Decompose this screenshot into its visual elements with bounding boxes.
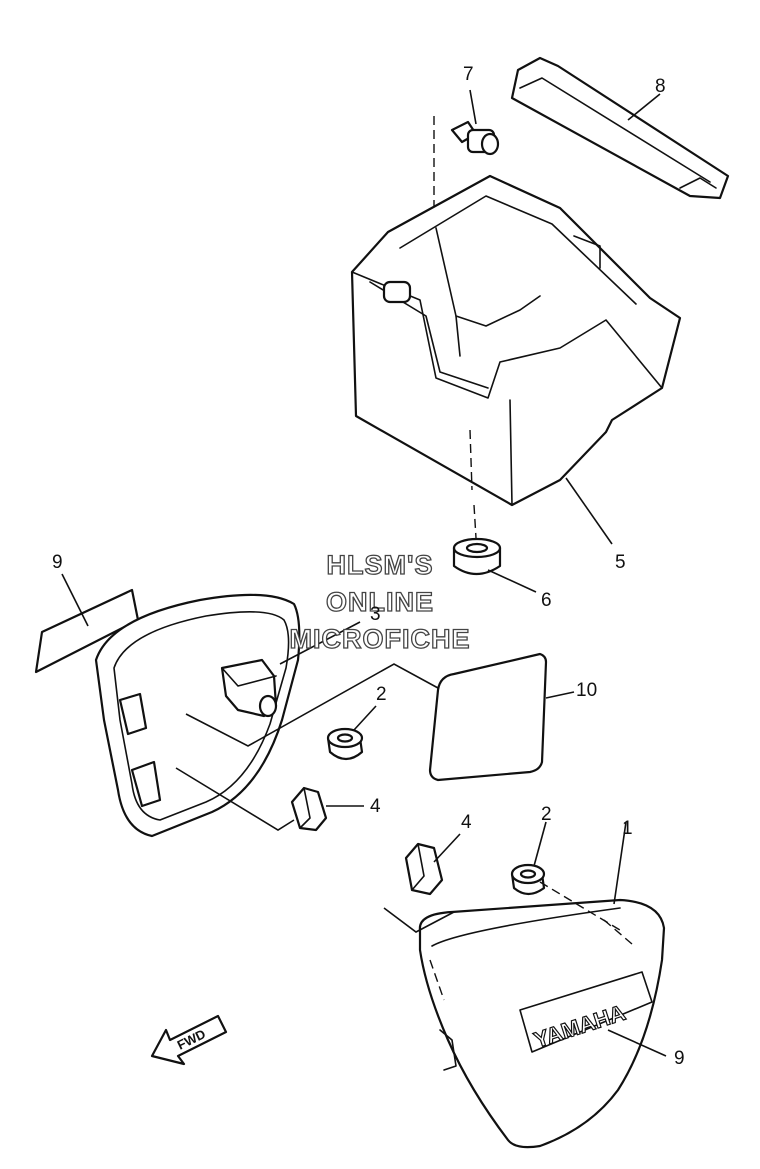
leader-lines bbox=[61, 89, 667, 1057]
watermark: HLSM'S ONLINE MICROFICHE bbox=[289, 549, 471, 654]
callout-4-lower: 4 bbox=[461, 812, 472, 833]
battery-box bbox=[350, 174, 682, 507]
grommet-axis-line bbox=[473, 504, 477, 539]
right-side-cover bbox=[418, 898, 666, 1149]
damper-lower bbox=[404, 842, 444, 896]
battery-strap bbox=[510, 56, 730, 200]
side-plate bbox=[428, 652, 548, 782]
callout-1: 1 bbox=[622, 818, 633, 839]
bolt bbox=[450, 120, 500, 156]
callout-8: 8 bbox=[655, 76, 666, 97]
callout-4-upper: 4 bbox=[370, 796, 381, 817]
cover-grommet-upper bbox=[326, 727, 364, 761]
callout-5: 5 bbox=[615, 552, 626, 573]
callout-3: 3 bbox=[370, 604, 381, 625]
left-side-cover bbox=[94, 593, 301, 838]
watermark-line-2: ONLINE bbox=[326, 587, 434, 617]
callout-2-upper: 2 bbox=[376, 684, 387, 705]
damper-upper bbox=[290, 786, 328, 832]
callout-6: 6 bbox=[541, 590, 552, 611]
callout-numbers: 7 8 5 6 9 3 2 10 4 4 2 1 9 bbox=[52, 64, 685, 1069]
callout-10: 10 bbox=[576, 680, 597, 701]
fwd-arrow bbox=[150, 1014, 228, 1066]
cover-grommet-lower bbox=[510, 863, 546, 896]
callout-2-lower: 2 bbox=[541, 804, 552, 825]
callout-7: 7 bbox=[463, 64, 474, 85]
callout-9-left: 9 bbox=[52, 552, 63, 573]
watermark-line-1: HLSM'S bbox=[327, 550, 434, 580]
watermark-line-3: MICROFICHE bbox=[290, 624, 471, 654]
callout-9-right: 9 bbox=[674, 1048, 685, 1069]
battery-box-grommet bbox=[452, 537, 502, 576]
